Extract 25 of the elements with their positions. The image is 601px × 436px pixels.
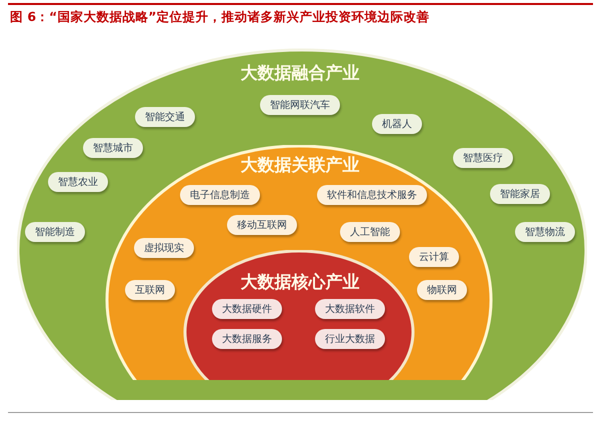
ellipse-heading: 大数据核心产业 (240, 272, 360, 294)
industry-pill: 电子信息制造 (180, 185, 260, 205)
industry-pill: 软件和信息技术服务 (317, 185, 427, 205)
industry-pill: 人工智能 (340, 222, 400, 242)
industry-pill: 物联网 (417, 280, 467, 300)
industry-pill: 智能制造 (25, 222, 85, 242)
industry-pill: 云计算 (409, 247, 459, 267)
industry-pill: 智慧城市 (83, 138, 143, 158)
industry-pill: 互联网 (125, 280, 175, 300)
industry-pill: 智慧物流 (515, 222, 575, 242)
industry-pill: 机器人 (372, 114, 422, 134)
industry-pill: 虚拟现实 (134, 238, 194, 258)
industry-pill: 大数据服务 (212, 329, 282, 349)
industry-pill: 智慧医疗 (453, 148, 513, 168)
ellipse-heading: 大数据关联产业 (240, 154, 360, 176)
industry-pill: 移动互联网 (227, 215, 297, 235)
ellipse-heading: 大数据融合产业 (240, 62, 360, 84)
industry-pill: 智能家居 (490, 184, 550, 204)
figure-title: 图 6：“国家大数据战略”定位提升，推动诸多新兴产业投资环境边际改善 (10, 9, 430, 26)
industry-pill: 行业大数据 (315, 329, 385, 349)
industry-pill: 智能交通 (135, 107, 195, 127)
industry-pill: 智慧农业 (48, 172, 108, 192)
industry-pill: 大数据软件 (315, 299, 385, 319)
industry-pill: 大数据硬件 (212, 299, 282, 319)
industry-pill: 智能网联汽车 (260, 95, 340, 115)
